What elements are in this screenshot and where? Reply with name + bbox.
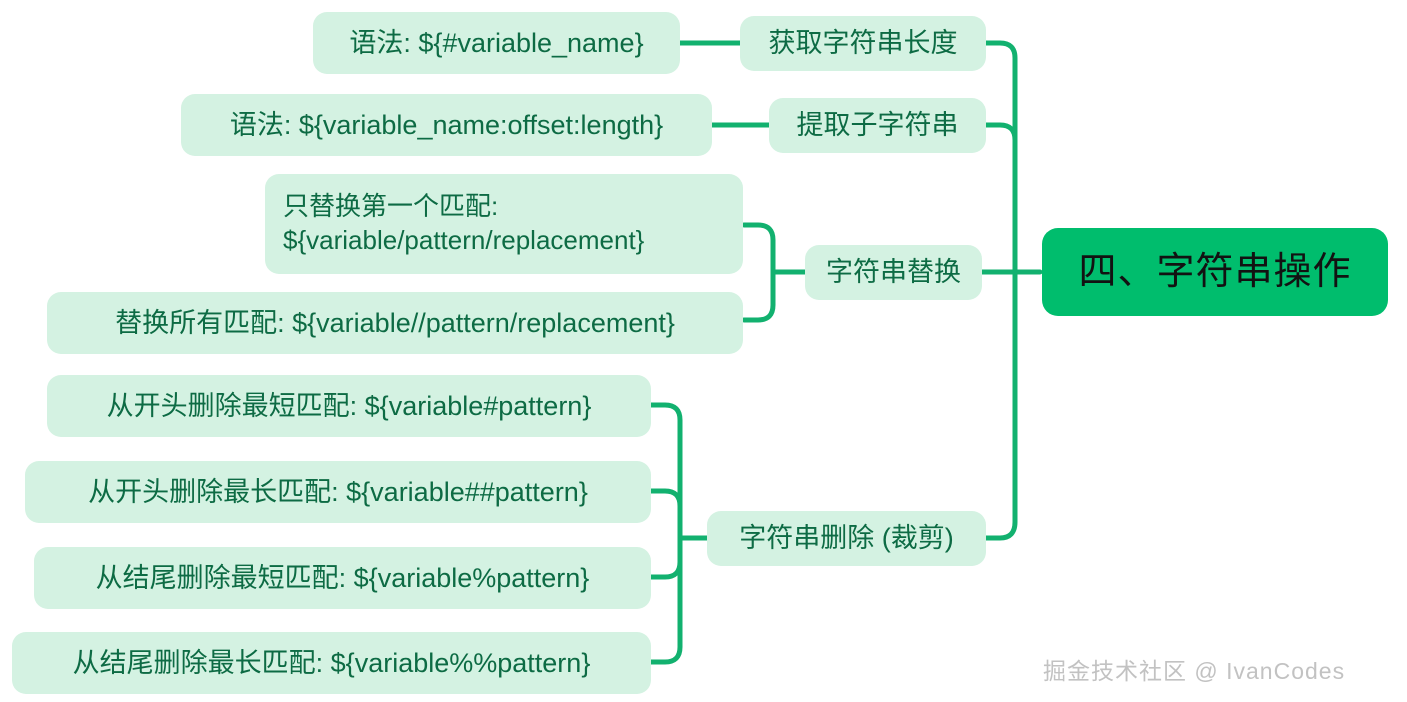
root-node-label: 四、字符串操作 [1078,250,1352,293]
leaf-node-trim-tail-short[interactable]: 从结尾删除最短匹配: ${variable%pattern} [34,547,651,609]
branch-node-delete[interactable]: 字符串删除 (裁剪) [707,511,986,566]
watermark-label: 掘金技术社区 @ IvanCodes [1043,658,1346,684]
leaf-node-replace-first[interactable]: 只替换第一个匹配: ${variable/pattern/replacement… [265,174,743,274]
leaf-node-label: 从开头删除最短匹配: ${variable#pattern} [106,390,592,421]
leaf-node-trim-head-long[interactable]: 从开头删除最长匹配: ${variable##pattern} [25,461,651,523]
leaf-node-label: 从结尾删除最长匹配: ${variable%%pattern} [72,647,591,678]
branch-node-label: 提取子字符串 [796,110,959,141]
edge-branch4-trunk [648,402,683,665]
branch-node-label: 字符串删除 (裁剪) [739,523,954,554]
root-node[interactable]: 四、字符串操作 [1042,228,1388,316]
leaf-node-trim-head-short[interactable]: 从开头删除最短匹配: ${variable#pattern} [47,375,651,437]
leaf-node-substring-syntax[interactable]: 语法: ${variable_name:offset:length} [181,94,712,156]
edge-trunk-to-branch2 [983,122,1018,143]
branch-node-replace[interactable]: 字符串替换 [805,245,982,300]
edge-branch3-trunk [741,222,776,323]
leaf-node-trim-tail-long[interactable]: 从结尾删除最长匹配: ${variable%%pattern} [12,632,651,694]
leaf-node-label: 从结尾删除最短匹配: ${variable%pattern} [95,562,590,593]
branch-node-label: 字符串替换 [826,257,961,288]
branch-node-label: 获取字符串长度 [768,28,958,59]
branch-node-get-length[interactable]: 获取字符串长度 [740,16,986,71]
leaf-node-label: 语法: ${variable_name:offset:length} [229,109,664,140]
edge-branch4-child3 [648,559,683,580]
leaf-node-label: 只替换第一个匹配: ${variable/pattern/replacement… [283,191,645,255]
leaf-node-replace-all[interactable]: 替换所有匹配: ${variable//pattern/replacement} [47,292,743,354]
leaf-node-label: 从开头删除最长匹配: ${variable##pattern} [88,476,588,507]
branch-node-substring[interactable]: 提取子字符串 [769,98,986,153]
leaf-node-label: 语法: ${#variable_name} [349,27,644,58]
edge-branch4-child2 [648,488,683,509]
edge-main-trunk [983,40,1018,541]
leaf-node-length-syntax[interactable]: 语法: ${#variable_name} [313,12,680,74]
leaf-node-label: 替换所有匹配: ${variable//pattern/replacement} [115,307,675,338]
